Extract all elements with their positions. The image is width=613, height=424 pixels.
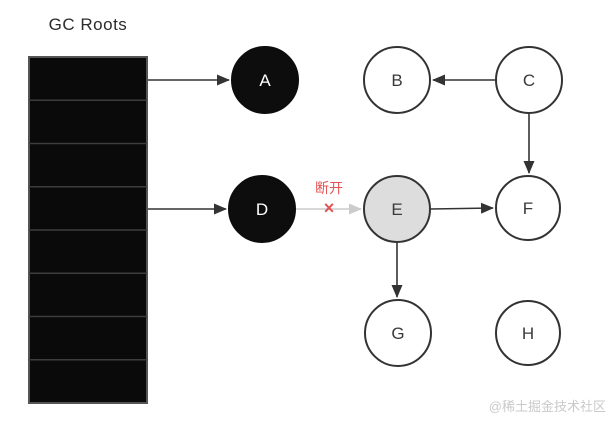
node-d-label: D — [256, 200, 268, 219]
node-a — [231, 46, 299, 114]
node-e-label: E — [391, 200, 402, 219]
node-b-label: B — [391, 71, 402, 90]
edge-e-to-f — [430, 202, 494, 214]
node-c — [495, 46, 563, 114]
node-c-label: C — [523, 71, 535, 90]
break-annotation-text: 断开 — [315, 180, 343, 196]
gc-roots-label: GC Roots — [48, 15, 128, 34]
node-a-label: A — [259, 71, 271, 90]
node-h — [495, 300, 561, 366]
node-d — [228, 175, 296, 243]
node-f — [495, 175, 561, 241]
node-g — [364, 299, 432, 367]
node-h-label: H — [522, 324, 534, 343]
break-x-icon: × — [323, 198, 335, 218]
node-b — [363, 46, 431, 114]
node-e — [363, 175, 431, 243]
node-f-label: F — [523, 199, 533, 218]
site-watermark: @稀土掘金技术社区 — [488, 399, 606, 414]
node-g-label: G — [391, 324, 404, 343]
